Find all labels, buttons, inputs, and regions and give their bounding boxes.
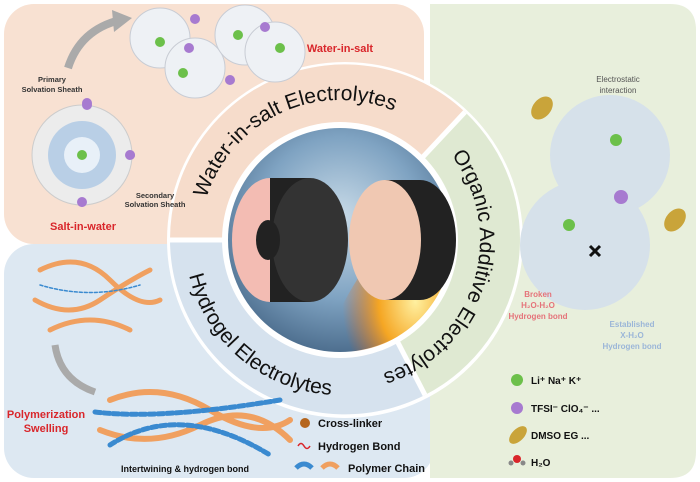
broken-label-1: Broken <box>524 290 552 299</box>
cation-icon <box>610 134 622 146</box>
salt-in-water-label: Salt-in-water <box>50 221 117 233</box>
legend-water: H₂O <box>531 458 551 469</box>
established-label-2: X-H₂O <box>620 331 644 340</box>
legend-cross-linker: Cross-linker <box>318 418 383 430</box>
battery-disc-right-icon <box>349 180 456 300</box>
polymer-orange-icon <box>320 461 340 470</box>
arrow-icon <box>64 16 122 70</box>
legend-anion-icon <box>511 402 523 414</box>
arrow-icon <box>51 344 97 396</box>
water-in-salt-label: Water-in-salt <box>307 43 374 55</box>
additive-icon <box>664 208 686 232</box>
legend-polymer-chain: Polymer Chain <box>348 463 425 475</box>
cross-linker-icon <box>300 418 310 428</box>
primary-label: Primary <box>38 75 67 84</box>
polymer-network-bottom <box>92 389 293 458</box>
established-label-1: Established <box>610 320 655 329</box>
legend-cation-icon <box>511 374 523 386</box>
established-label-3: Hydrogen bond <box>602 342 661 351</box>
legend-additive-icon <box>509 426 527 444</box>
hydrogen-bond-icon <box>297 442 311 450</box>
secondary-label: Secondary <box>136 191 175 200</box>
electrostatic-label: Electrostatic <box>596 75 640 84</box>
primary-label-2: Solvation Sheath <box>22 85 83 94</box>
polymerization-label: Polymerization <box>7 409 86 421</box>
broken-bond-icon <box>588 244 602 258</box>
polymer-blue-icon <box>294 461 314 470</box>
additive-icon <box>531 96 553 120</box>
intertwining-label: Intertwining & hydrogen bond <box>121 464 249 474</box>
polymer-network-top <box>32 259 163 333</box>
swelling-label: Swelling <box>24 423 69 435</box>
broken-label-2: H₂O-H₂O <box>521 301 555 310</box>
broken-label-3: Hydrogen bond <box>508 312 567 321</box>
interaction-label: interaction <box>600 86 637 95</box>
battery-disc-left-icon <box>232 178 348 302</box>
anion-icon <box>614 190 628 204</box>
cation-icon <box>563 219 575 231</box>
secondary-label-2: Solvation Sheath <box>125 200 186 209</box>
legend-anion: TFSI⁻ ClO₄⁻ ... <box>531 404 600 415</box>
legend-water-icon <box>508 455 526 466</box>
organic-cluster-bottom <box>520 180 650 310</box>
legend-additive: DMSO EG ... <box>531 431 590 442</box>
legend-hydrogen-bond: Hydrogen Bond <box>318 441 401 453</box>
legend-cation: Li⁺ Na⁺ K⁺ <box>531 376 581 387</box>
